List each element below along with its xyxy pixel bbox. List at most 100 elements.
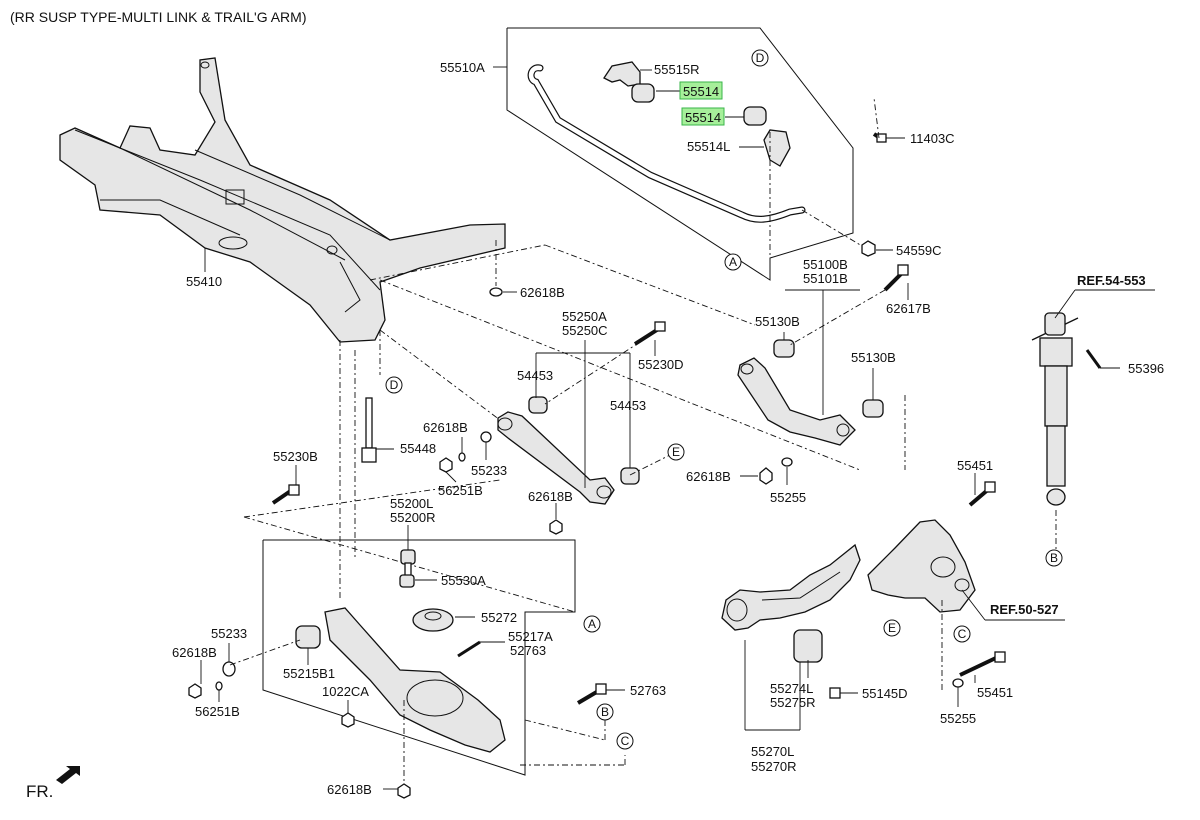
label-55396: 55396 — [1128, 361, 1164, 376]
label-55510a: 55510A — [440, 60, 485, 75]
svg-text:A: A — [729, 255, 737, 269]
label-55100b: 55100B — [803, 257, 848, 272]
bracket-55514l — [763, 129, 791, 167]
label-55410: 55410 — [186, 274, 222, 289]
crossmember-55410 — [59, 57, 506, 343]
label-62617b: 62617B — [886, 301, 931, 316]
svg-text:E: E — [888, 621, 896, 635]
marker-b-low: B — [596, 703, 614, 721]
label-1022ca: 1022CA — [322, 684, 369, 699]
label-62618b-left: 62618B — [172, 645, 217, 660]
bushing-55514-upper — [631, 83, 655, 103]
label-55514l: 55514L — [687, 139, 730, 154]
knuckle — [867, 481, 1006, 690]
bushing-55274l — [793, 629, 823, 663]
svg-text:C: C — [958, 627, 967, 641]
label-52763-upper: 52763 — [510, 643, 546, 658]
nut-62618b-upper — [489, 240, 503, 297]
trailing-arm-55270 — [721, 543, 861, 731]
highlight-55514-upper — [679, 81, 723, 100]
svg-text:C: C — [621, 734, 630, 748]
label-55514-highlighted-lower: 55514 — [685, 110, 721, 125]
label-56251b-left: 56251B — [195, 704, 240, 719]
bushing-55130b-lower — [862, 399, 884, 418]
label-55272: 55272 — [481, 610, 517, 625]
label-55451-upper: 55451 — [957, 458, 993, 473]
marker-e-knuckle: E — [883, 619, 901, 637]
nut-54559c — [861, 240, 876, 257]
label-56251b-mid: 56251B — [438, 483, 483, 498]
bracket-55515r — [603, 61, 641, 87]
label-55448: 55448 — [400, 441, 436, 456]
bushing-55130b-upper — [773, 339, 795, 358]
bushing-54453-right — [620, 467, 640, 485]
marker-d-top: D — [751, 49, 769, 67]
label-55274l: 55274L — [770, 681, 813, 696]
label-55233-mid: 55233 — [471, 463, 507, 478]
marker-e-mid: E — [667, 443, 685, 461]
label-55230b: 55230B — [273, 449, 318, 464]
label-55230d: 55230D — [638, 357, 684, 372]
front-arrow-icon — [56, 766, 80, 784]
label-55145d: 55145D — [862, 686, 908, 701]
svg-text:D: D — [390, 378, 399, 392]
marker-a-top: A — [724, 253, 742, 271]
label-52763-lower: 52763 — [630, 683, 666, 698]
label-55275r: 55275R — [770, 695, 816, 710]
svg-text:B: B — [601, 705, 609, 719]
lower-arm-group — [188, 484, 626, 799]
label-55101b: 55101B — [803, 271, 848, 286]
label-62618b-bottom: 62618B — [327, 782, 372, 797]
bolt-55448 — [361, 397, 377, 463]
marker-d-mid: D — [385, 376, 403, 394]
marker-b-shock: B — [1045, 549, 1063, 567]
label-55451-lower: 55451 — [977, 685, 1013, 700]
label-54559c: 54559C — [896, 243, 942, 258]
label-55215b1: 55215B1 — [283, 666, 335, 681]
label-55270l: 55270L — [751, 744, 794, 759]
label-ref-50-527: REF.50-527 — [990, 602, 1059, 617]
label-55255-arm: 55255 — [770, 490, 806, 505]
label-55200l: 55200L — [390, 496, 433, 511]
label-54453-right: 54453 — [610, 398, 646, 413]
stabilizer-bar — [527, 64, 806, 223]
label-55200r: 55200R — [390, 510, 436, 525]
bolt-11403c — [872, 132, 887, 143]
callout-labels: 55510A 55515R 55514 55514 55514L 11403C … — [172, 60, 1164, 797]
label-54453-left: 54453 — [517, 368, 553, 383]
svg-text:D: D — [756, 51, 765, 65]
highlight-55514-lower — [681, 107, 725, 126]
label-55130b-lower: 55130B — [851, 350, 896, 365]
label-ref-54-553: REF.54-553 — [1077, 273, 1146, 288]
leader-lines — [200, 66, 1155, 790]
label-55130b-upper: 55130B — [755, 314, 800, 329]
label-55530a: 55530A — [441, 573, 486, 588]
label-55250c: 55250C — [562, 323, 608, 338]
marker-c-low: C — [616, 732, 634, 750]
label-55255-knuckle: 55255 — [940, 711, 976, 726]
svg-text:B: B — [1050, 551, 1058, 565]
shock-absorber — [1031, 312, 1102, 550]
marker-c-knuckle: C — [953, 625, 971, 643]
diagram-title: (RR SUSP TYPE-MULTI LINK & TRAIL'G ARM) — [10, 9, 306, 25]
svg-text:E: E — [672, 445, 680, 459]
bushing-55514-lower — [743, 106, 767, 126]
marker-a-low: A — [583, 615, 601, 633]
label-55217a: 55217A — [508, 629, 553, 644]
label-62618b-link: 62618B — [528, 489, 573, 504]
label-55514-highlighted-upper: 55514 — [683, 84, 719, 99]
label-62618b-upper: 62618B — [520, 285, 565, 300]
label-11403c: 11403C — [910, 131, 955, 146]
reference-markers: D A D E B A E C B C — [385, 49, 1063, 750]
svg-text:A: A — [588, 617, 596, 631]
label-62618b-arm: 62618B — [686, 469, 731, 484]
stabilizer-bar-group — [506, 27, 887, 281]
label-62618b-mid: 62618B — [423, 420, 468, 435]
label-55515r: 55515R — [654, 62, 700, 77]
front-direction-label: FR. — [26, 782, 53, 801]
bushing-54453-left — [528, 396, 548, 414]
label-55250a: 55250A — [562, 309, 607, 324]
label-55270r: 55270R — [751, 759, 797, 774]
label-55233-left: 55233 — [211, 626, 247, 641]
